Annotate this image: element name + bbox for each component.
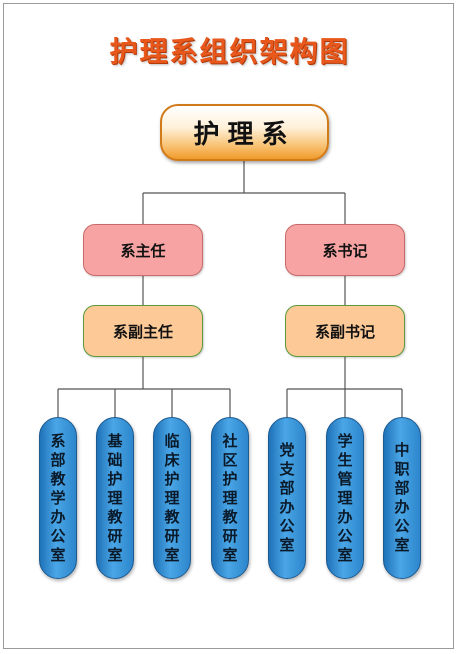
unit-label: 临床护理教研室 xyxy=(164,431,180,564)
unit-node-party-branch: 党支部办公室 xyxy=(268,417,306,579)
unit-label: 学生管理办公室 xyxy=(337,431,353,564)
diagram-title: 护理系组织架构图 xyxy=(109,35,350,68)
dean-node: 系主任 xyxy=(83,224,203,276)
vice-dean-node-label: 系副主任 xyxy=(112,322,173,341)
vice-secretary-node-label: 系副书记 xyxy=(314,322,375,341)
unit-label: 党支部办公室 xyxy=(279,441,295,554)
unit-label: 系部教学办公室 xyxy=(50,431,66,564)
unit-node-student-affairs: 学生管理办公室 xyxy=(326,417,364,579)
vice-secretary-node: 系副书记 xyxy=(285,305,405,357)
unit-label: 基础护理教研室 xyxy=(107,431,123,564)
dean-node-label: 系主任 xyxy=(120,241,166,260)
secretary-node: 系书记 xyxy=(285,224,405,276)
unit-node-basic-nursing: 基础护理教研室 xyxy=(96,417,134,579)
unit-node-teaching-office: 系部教学办公室 xyxy=(39,417,77,579)
unit-label: 中职部办公室 xyxy=(394,441,410,554)
secretary-node-label: 系书记 xyxy=(322,241,368,260)
root-node-label: 护理系 xyxy=(193,120,296,150)
unit-node-vocational-office: 中职部办公室 xyxy=(383,417,421,579)
unit-node-community-nursing: 社区护理教研室 xyxy=(211,417,249,579)
unit-label: 社区护理教研室 xyxy=(222,431,238,564)
unit-node-clinical-nursing: 临床护理教研室 xyxy=(153,417,191,579)
vice-dean-node: 系副主任 xyxy=(83,305,203,357)
root-node: 护理系 xyxy=(160,104,329,161)
